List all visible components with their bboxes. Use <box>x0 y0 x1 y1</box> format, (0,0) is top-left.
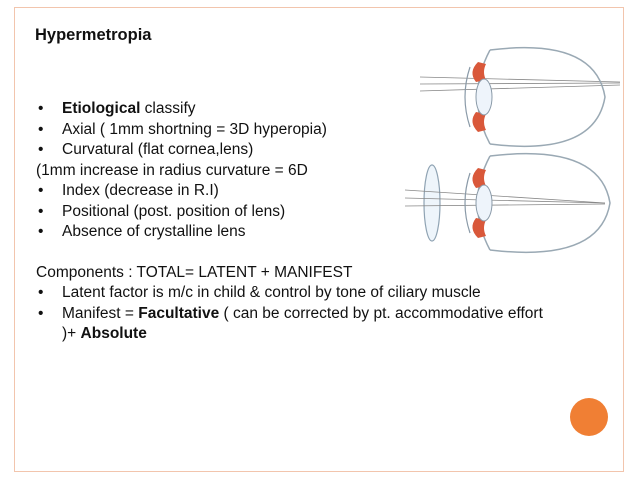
bullet-text: Curvatural (flat cornea,lens) <box>62 141 254 158</box>
bullet-bold-text: Facultative <box>138 304 220 322</box>
bullet-text: Index (decrease in R.I) <box>62 182 219 199</box>
bullet-dot: • <box>38 202 44 220</box>
bullet-text: ( can be corrected by pt. accommodative … <box>62 304 543 343</box>
bullet-dot: • <box>38 223 44 240</box>
bullet-bold-text: Etiological <box>62 100 141 117</box>
bullet-dot: • <box>38 304 44 322</box>
bullet-dot: • <box>38 141 44 158</box>
bullet-text: Latent factor is m/c in child & control … <box>62 284 481 301</box>
bullet-dot: • <box>38 182 44 199</box>
bullet-index: • Index (decrease in R.I) <box>36 181 556 202</box>
bullet-dot: • <box>38 100 44 117</box>
bullet-bold-text: Absolute <box>80 325 147 342</box>
decorative-circle <box>570 398 608 436</box>
bullet-absence: • Absence of crystalline lens <box>36 222 556 243</box>
eye-diagram-2 <box>405 152 611 254</box>
bullet-curvatural: • Curvatural (flat cornea,lens) <box>36 140 556 161</box>
corrected-eye-diagram <box>405 152 611 254</box>
convex-lens-icon <box>423 164 441 242</box>
bullet-text: Manifest = <box>62 304 139 322</box>
bullet-text: Positional (post. position of lens) <box>62 202 286 220</box>
bullet-axial: • Axial ( 1mm shortning = 3D hyperopia) <box>36 120 556 141</box>
bullet-manifest: • Manifest = Facultative ( can be correc… <box>36 304 556 345</box>
bullet-text: classify <box>140 100 196 117</box>
bullet-positional: • Positional (post. position of lens) <box>36 202 556 223</box>
bullet-text: Absence of crystalline lens <box>62 223 246 240</box>
hyperopic-eye-diagram <box>420 46 621 148</box>
slide-title: Hypermetropia <box>35 26 152 44</box>
slide-body: • Etiological classify • Axial ( 1mm sho… <box>36 99 556 345</box>
bullet-etiological: • Etiological classify <box>36 99 556 120</box>
bullet-latent: • Latent factor is m/c in child & contro… <box>36 283 556 304</box>
bullet-dot: • <box>38 120 44 138</box>
slide-frame <box>14 7 624 472</box>
curvature-note: (1mm increase in radius curvature = 6D <box>36 161 308 179</box>
eye-diagram-1 <box>420 46 621 148</box>
bullet-text: Axial ( 1mm shortning = 3D hyperopia) <box>62 120 327 138</box>
components-line: Components : TOTAL= LATENT + MANIFEST <box>36 263 353 281</box>
bullet-dot: • <box>38 284 44 301</box>
